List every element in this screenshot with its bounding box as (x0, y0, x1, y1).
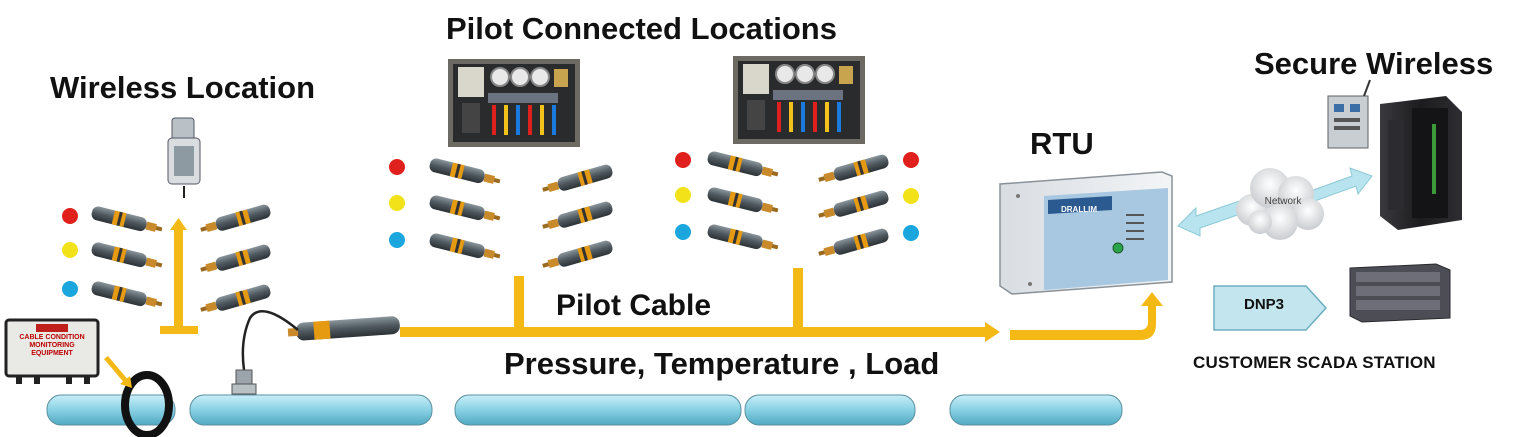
monitoring-box-label: CABLE CONDITION MONITORING EQUIPMENT (19, 334, 85, 357)
rtu-label: RTU (1030, 126, 1094, 161)
sensor-icon (540, 200, 614, 234)
wireless-device-icon (167, 117, 201, 198)
pilot-cable-line (104, 218, 1163, 388)
sensor-icon (90, 280, 164, 312)
secure-wireless-label: Secure Wireless (1254, 46, 1494, 81)
sensor-icon (540, 239, 614, 273)
rtu-icon (999, 171, 1173, 295)
server-rack-icon (1380, 96, 1462, 230)
wireless-sensor-icon (287, 316, 400, 341)
wireless-location-label: Wireless Location (50, 70, 316, 105)
pipe-icon (189, 394, 433, 426)
network-label: Network (1264, 196, 1302, 207)
sensor-icon (90, 241, 164, 273)
customer-scada-station-label: CUSTOMER SCADA STATION (1193, 353, 1436, 372)
sensor-icon (706, 186, 780, 218)
phase-indicators-pilot2-right (903, 152, 919, 241)
junction-box-photo (732, 55, 866, 145)
scada-server-icon (1349, 263, 1451, 323)
sensor-icon (428, 232, 502, 264)
sensor-icon (428, 157, 502, 189)
rtu-brand-label: DRALLIM (1061, 205, 1097, 214)
sensor-icon (428, 194, 502, 226)
phase-indicators-pilot1 (389, 159, 405, 248)
pilot-connected-locations-label: Pilot Connected Locations (446, 11, 837, 46)
pipe-run (46, 394, 1123, 426)
phase-indicators-pilot2-left (675, 152, 691, 240)
wireless-router-icon (1327, 79, 1371, 149)
sensor-icon (706, 150, 780, 182)
dnp3-label: DNP3 (1243, 296, 1284, 313)
pressure-sensor-fitting (231, 369, 257, 395)
sensor-icon (706, 223, 780, 255)
wireless-link-arrows (1177, 167, 1373, 237)
pilot-cable-label: Pilot Cable (556, 289, 712, 322)
pipe-icon (454, 394, 742, 426)
phase-indicators-left (62, 208, 78, 297)
measurements-label: Pressure, Temperature , Load (504, 346, 940, 381)
dnp3-arrow (1213, 285, 1328, 331)
sensor-icon (198, 243, 272, 277)
sensor-icon (816, 227, 890, 261)
pipe-icon (949, 394, 1123, 426)
cloud-icon (1236, 168, 1324, 240)
sensor-group-pilot2 (706, 150, 890, 261)
sensor-icon (198, 203, 272, 237)
monitoring-box-icon (4, 318, 100, 384)
pipe-icon (744, 394, 916, 426)
sensor-lead-wire (241, 310, 299, 371)
junction-box-photo (447, 58, 581, 148)
pipe-icon (46, 394, 176, 426)
sensor-group-pilot1 (428, 157, 614, 273)
ct-clamp-icon (121, 371, 173, 437)
sensor-icon (90, 205, 164, 237)
sensor-icon (816, 189, 890, 223)
sensor-icon (816, 153, 890, 187)
sensor-icon (540, 163, 614, 197)
